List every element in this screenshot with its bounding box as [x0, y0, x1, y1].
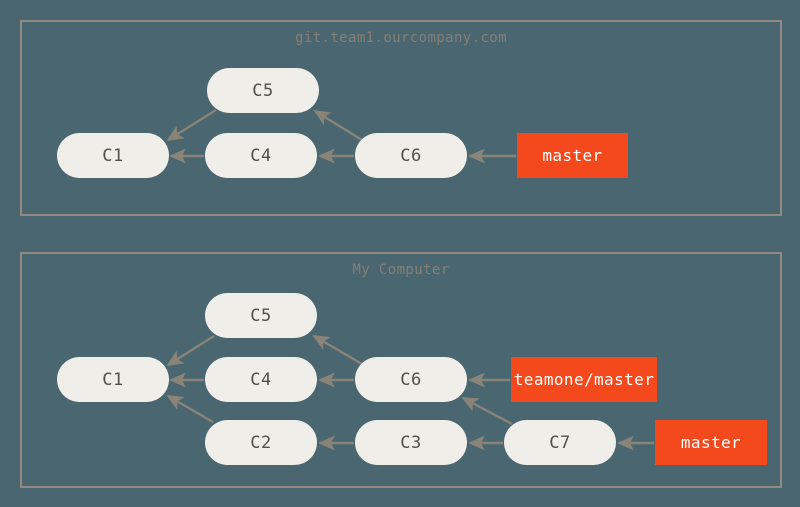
commit-node-l-c7: C7 — [504, 420, 616, 465]
branch-label-l-teamone: teamone/master — [511, 357, 657, 402]
commit-node-r-c6: C6 — [355, 133, 467, 178]
panel-remote-repository: git.team1.ourcompany.com — [20, 20, 782, 216]
commit-node-l-c1: C1 — [57, 357, 169, 402]
panel-local-title: My Computer — [352, 262, 450, 278]
commit-node-l-c6: C6 — [355, 357, 467, 402]
commit-node-r-c5: C5 — [207, 68, 319, 113]
commit-node-l-c2: C2 — [205, 420, 317, 465]
commit-node-l-c4: C4 — [205, 357, 317, 402]
panel-remote-title: git.team1.ourcompany.com — [295, 30, 507, 46]
commit-node-r-c1: C1 — [57, 133, 169, 178]
branch-label-l-master: master — [655, 420, 767, 465]
commit-node-l-c3: C3 — [355, 420, 467, 465]
branch-label-r-master: master — [517, 133, 628, 178]
commit-node-r-c4: C4 — [205, 133, 317, 178]
commit-node-l-c5: C5 — [205, 293, 317, 338]
